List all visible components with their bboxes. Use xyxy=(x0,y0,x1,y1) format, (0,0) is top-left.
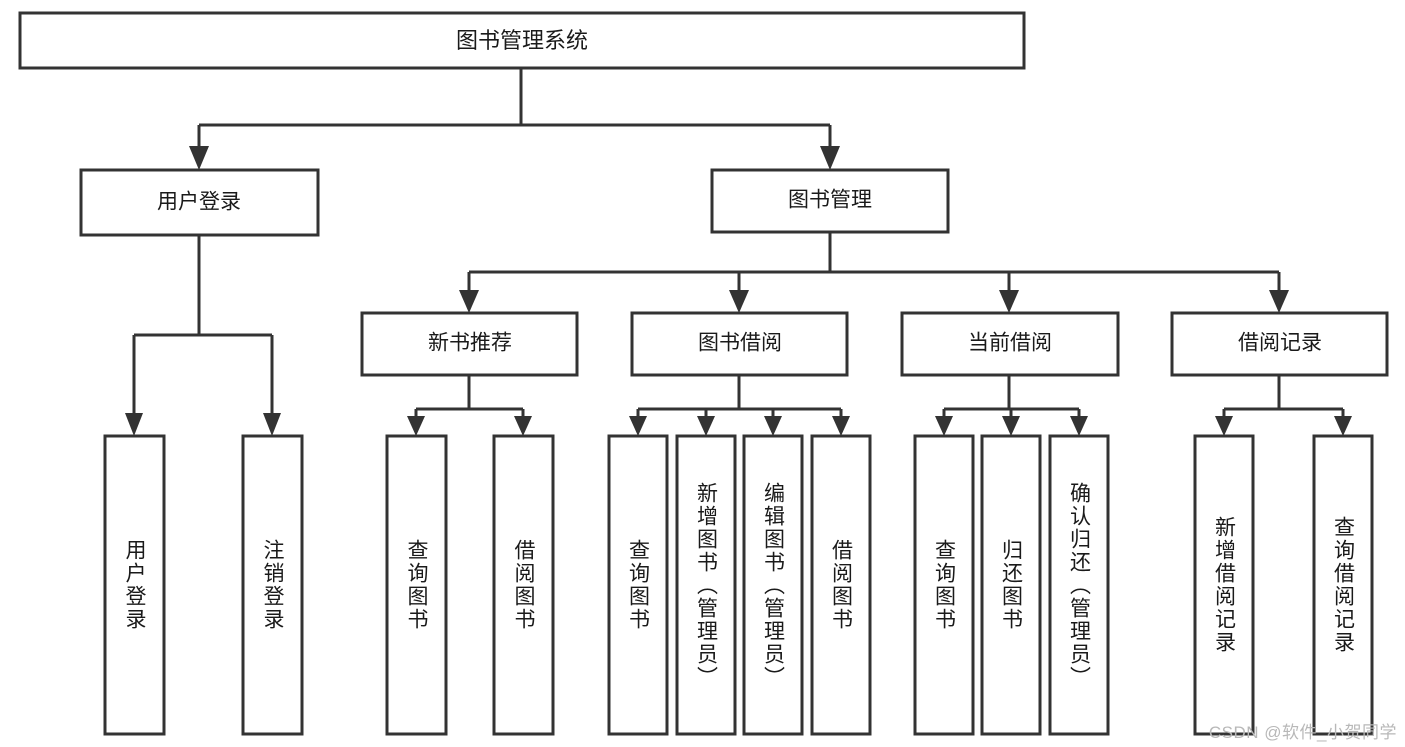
node-new-book-rec-label: 新书推荐 xyxy=(428,332,512,355)
arrow-root-to-user-login-icon xyxy=(189,146,209,170)
node-book-manage[interactable]: 图书管理 xyxy=(710,168,950,234)
connector-group-new-book-rec xyxy=(407,375,532,436)
node-borrow-record[interactable]: 借阅记录 xyxy=(1170,311,1389,377)
leaf-box-logout[interactable] xyxy=(241,434,304,736)
leaf-boxes-current-borrow xyxy=(913,434,1110,736)
connector-group-book-manage xyxy=(459,232,1289,313)
node-user-login-box[interactable] xyxy=(79,168,320,237)
node-root[interactable]: 图书管理系统 xyxy=(18,11,1026,70)
connector-group-borrow-record xyxy=(1215,375,1352,436)
arrow-book-borrow-leaf-4-icon xyxy=(832,416,850,436)
connector-group-user-login xyxy=(125,235,281,436)
node-new-book-rec[interactable]: 新书推荐 xyxy=(360,311,579,377)
leaf-box-query-record[interactable] xyxy=(1312,434,1374,736)
node-new-book-rec-box[interactable] xyxy=(360,311,579,377)
arrow-book-borrow-leaf-3-icon xyxy=(764,416,782,436)
node-borrow-record-label: 借阅记录 xyxy=(1238,332,1322,355)
node-book-borrow[interactable]: 图书借阅 xyxy=(630,311,849,377)
leaf-box-edit-book[interactable] xyxy=(742,434,804,736)
arrow-book-borrow-leaf-2-icon xyxy=(697,416,715,436)
arrow-book-borrow-leaf-1-icon xyxy=(629,416,647,436)
node-book-borrow-label: 图书借阅 xyxy=(698,332,782,355)
arrow-borrow-record-leaf-2-icon xyxy=(1334,416,1352,436)
node-current-borrow-label: 当前借阅 xyxy=(968,332,1052,355)
leaf-boxes-new-book-rec xyxy=(385,434,555,736)
node-book-manage-box[interactable] xyxy=(710,168,950,234)
arrow-user-login-leaf-2-icon xyxy=(263,413,281,436)
leaf-box-borrow-book-2[interactable] xyxy=(810,434,872,736)
node-root-label: 图书管理系统 xyxy=(456,28,588,53)
node-book-borrow-box[interactable] xyxy=(630,311,849,377)
node-book-manage-label: 图书管理 xyxy=(788,189,872,212)
leaf-box-confirm-return[interactable] xyxy=(1048,434,1110,736)
leaf-boxes-book-borrow xyxy=(607,434,872,736)
arrow-root-to-book-manage-icon xyxy=(820,146,840,170)
leaf-box-query-book-3[interactable] xyxy=(913,434,975,736)
leaf-boxes-borrow-record xyxy=(1193,434,1374,736)
arrow-to-book-borrow-icon xyxy=(729,290,749,313)
leaf-box-borrow-book-1[interactable] xyxy=(492,434,555,736)
arrow-current-borrow-leaf-3-icon xyxy=(1070,416,1088,436)
arrow-current-borrow-leaf-1-icon xyxy=(935,416,953,436)
arrow-new-book-rec-leaf-2-icon xyxy=(514,416,532,436)
arrow-to-current-borrow-icon xyxy=(999,290,1019,313)
arrow-to-new-book-rec-icon xyxy=(459,290,479,313)
leaf-boxes-user-login xyxy=(103,434,304,736)
arrow-to-borrow-record-icon xyxy=(1269,290,1289,313)
arrow-new-book-rec-leaf-1-icon xyxy=(407,416,425,436)
leaf-box-return-book[interactable] xyxy=(980,434,1042,736)
leaf-box-user-login[interactable] xyxy=(103,434,166,736)
connector-group-root xyxy=(189,68,840,170)
arrow-borrow-record-leaf-1-icon xyxy=(1215,416,1233,436)
connector-group-current-borrow xyxy=(935,375,1088,436)
connector-group-book-borrow xyxy=(629,375,850,436)
leaf-box-add-book[interactable] xyxy=(675,434,737,736)
leaf-box-query-book-2[interactable] xyxy=(607,434,669,736)
node-current-borrow-box[interactable] xyxy=(900,311,1120,377)
arrow-user-login-leaf-1-icon xyxy=(125,413,143,436)
watermark: CSDN @软件_小贺同学 xyxy=(1208,723,1397,742)
node-user-login[interactable]: 用户登录 xyxy=(79,168,320,237)
arrow-current-borrow-leaf-2-icon xyxy=(1002,416,1020,436)
node-root-box[interactable] xyxy=(18,11,1026,70)
leaf-box-add-record[interactable] xyxy=(1193,434,1255,736)
node-current-borrow[interactable]: 当前借阅 xyxy=(900,311,1120,377)
node-user-login-label: 用户登录 xyxy=(157,191,241,214)
leaf-box-query-book-1[interactable] xyxy=(385,434,448,736)
node-borrow-record-box[interactable] xyxy=(1170,311,1389,377)
